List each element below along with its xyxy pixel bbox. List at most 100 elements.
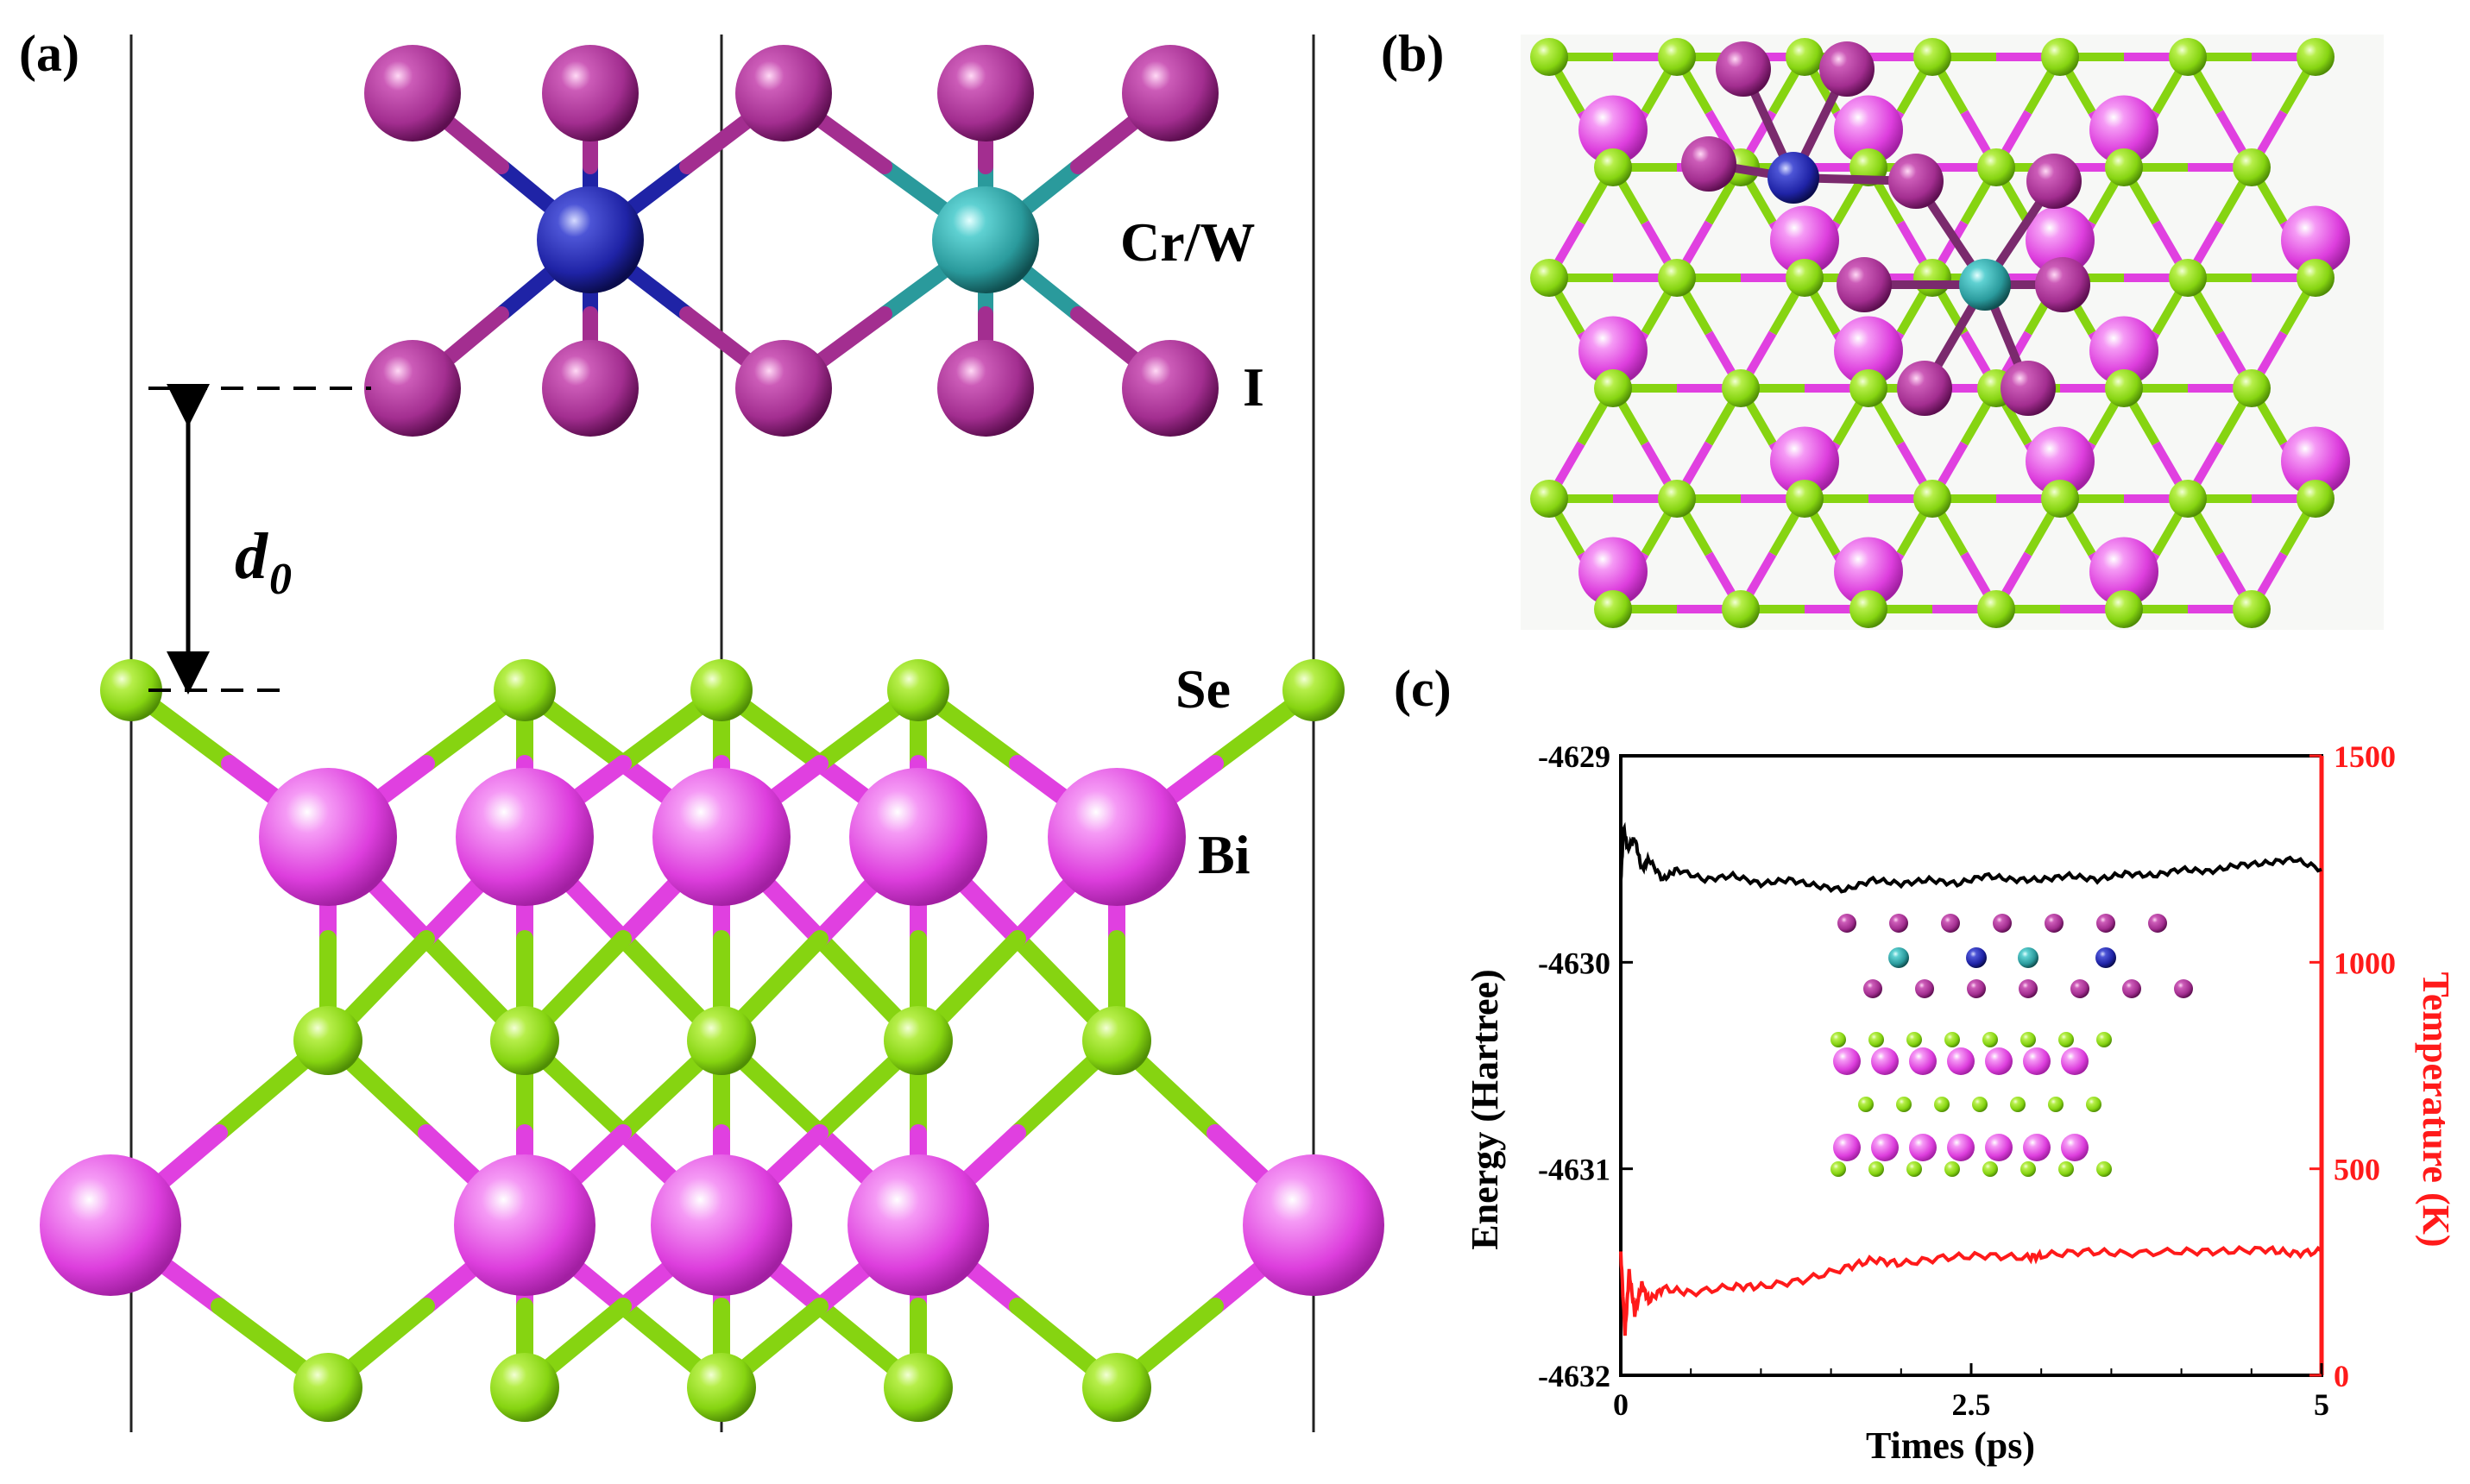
- bi-atom: [456, 768, 594, 906]
- se-atom: [1849, 590, 1887, 628]
- inset-se-atom: [1868, 1161, 1884, 1177]
- se-atom: [2169, 38, 2207, 76]
- y2-tick-label: 1500: [2334, 739, 2396, 774]
- inset-i-atom: [2019, 979, 2038, 998]
- top-view-lattice: [1530, 38, 2350, 628]
- cr-atom: [537, 186, 644, 293]
- bi-atom: [454, 1154, 595, 1296]
- bi-atom: [849, 768, 987, 906]
- inset-bi-atom: [1909, 1134, 1937, 1161]
- se-atom: [690, 659, 753, 721]
- se-atom: [2233, 369, 2271, 407]
- inset-bi-atom: [1833, 1134, 1861, 1161]
- inset-bi-atom: [2023, 1047, 2051, 1075]
- se-atom: [887, 659, 949, 721]
- inset-i-atom: [2096, 914, 2115, 933]
- inset-bi-atom: [1871, 1047, 1899, 1075]
- inset-se-atom: [1972, 1097, 1988, 1112]
- se-atom: [1786, 259, 1824, 297]
- y-tick-label: -4631: [1538, 1153, 1610, 1187]
- se-atom: [2233, 590, 2271, 628]
- inset-i-atom: [1915, 979, 1934, 998]
- inset-se-atom: [2096, 1032, 2112, 1047]
- i-atom: [542, 45, 639, 141]
- bi-atom: [1578, 537, 1648, 607]
- cr-atom: [1767, 152, 1819, 204]
- se-label: Se: [1175, 658, 1231, 720]
- energy-series-line: [1619, 821, 2322, 894]
- se-atom: [2169, 480, 2207, 518]
- i-atom: [1716, 41, 1771, 97]
- inset-i-atom: [2045, 914, 2064, 933]
- y-tick-label: -4632: [1538, 1359, 1610, 1393]
- inset-se-atom: [2020, 1161, 2036, 1177]
- se-atom: [1786, 480, 1824, 518]
- inset-bi-atom: [1985, 1047, 2013, 1075]
- inset-w-atom: [1888, 947, 1909, 968]
- se-atom: [293, 1006, 362, 1075]
- i-atom: [542, 340, 639, 437]
- i-atom: [1897, 361, 1952, 416]
- inset-bi-atom: [1833, 1047, 1861, 1075]
- i-atom: [2035, 257, 2090, 312]
- i-atom: [364, 45, 461, 141]
- inset-se-atom: [2048, 1097, 2064, 1112]
- bi-atom: [2089, 537, 2158, 607]
- se-atom: [1977, 148, 2015, 186]
- se-atom: [1658, 480, 1696, 518]
- se-atom: [1594, 369, 1632, 407]
- se-atom: [2297, 480, 2335, 518]
- cr-w-i-layer: [364, 45, 1219, 437]
- bi-atom: [1770, 426, 1839, 496]
- se-atom: [2297, 38, 2335, 76]
- i-atom: [1122, 340, 1219, 437]
- inset-se-atom: [2020, 1032, 2036, 1047]
- inset-se-atom: [1982, 1032, 1998, 1047]
- bi-atom: [1770, 205, 1839, 275]
- iodine-label: I: [1243, 356, 1264, 418]
- bi-atom: [1834, 95, 1903, 165]
- se-atom: [1082, 1006, 1151, 1075]
- inset-cr-atom: [2095, 947, 2116, 968]
- x-tick-label: 2.5: [1952, 1387, 1991, 1422]
- bi-atom: [652, 768, 791, 906]
- y2-tick-label: 0: [2334, 1359, 2349, 1393]
- se-atom: [2105, 590, 2143, 628]
- i-atom: [735, 45, 832, 141]
- se-atom: [1849, 369, 1887, 407]
- inset-bi-atom: [1947, 1134, 1975, 1161]
- bi-atom: [40, 1154, 181, 1296]
- inset-i-atom: [1941, 914, 1960, 933]
- inset-cr-atom: [1966, 947, 1987, 968]
- x-axis-label: Times (ps): [1866, 1424, 2035, 1467]
- bi-atom: [651, 1154, 792, 1296]
- i-atom: [1837, 257, 1892, 312]
- inset-se-atom: [1906, 1032, 1922, 1047]
- se-atom: [1282, 659, 1345, 721]
- inset-i-atom: [2148, 914, 2167, 933]
- i-atom: [364, 340, 461, 437]
- temperature-series-line: [1619, 1244, 2323, 1336]
- se-atom: [687, 1006, 756, 1075]
- se-atom: [1658, 259, 1696, 297]
- se-atom: [1530, 259, 1568, 297]
- inset-se-atom: [2058, 1161, 2074, 1177]
- se-atom: [2233, 148, 2271, 186]
- bi-atom: [847, 1154, 989, 1296]
- se-atom: [490, 1006, 559, 1075]
- i-atom: [2026, 154, 2082, 209]
- panel-a-label: (a): [19, 25, 79, 82]
- se-atom: [490, 1353, 559, 1422]
- se-atom: [2105, 369, 2143, 407]
- i-atom: [1681, 136, 1736, 192]
- se-atom: [1594, 148, 1632, 186]
- inset-se-atom: [2096, 1161, 2112, 1177]
- inset-se-atom: [1830, 1032, 1846, 1047]
- y2-tick-label: 1000: [2334, 946, 2396, 980]
- se-atom: [1786, 38, 1824, 76]
- inset-i-atom: [1993, 914, 2012, 933]
- se-atom: [1658, 38, 1696, 76]
- slab-atoms: [40, 659, 1384, 1422]
- i-atom: [937, 45, 1034, 141]
